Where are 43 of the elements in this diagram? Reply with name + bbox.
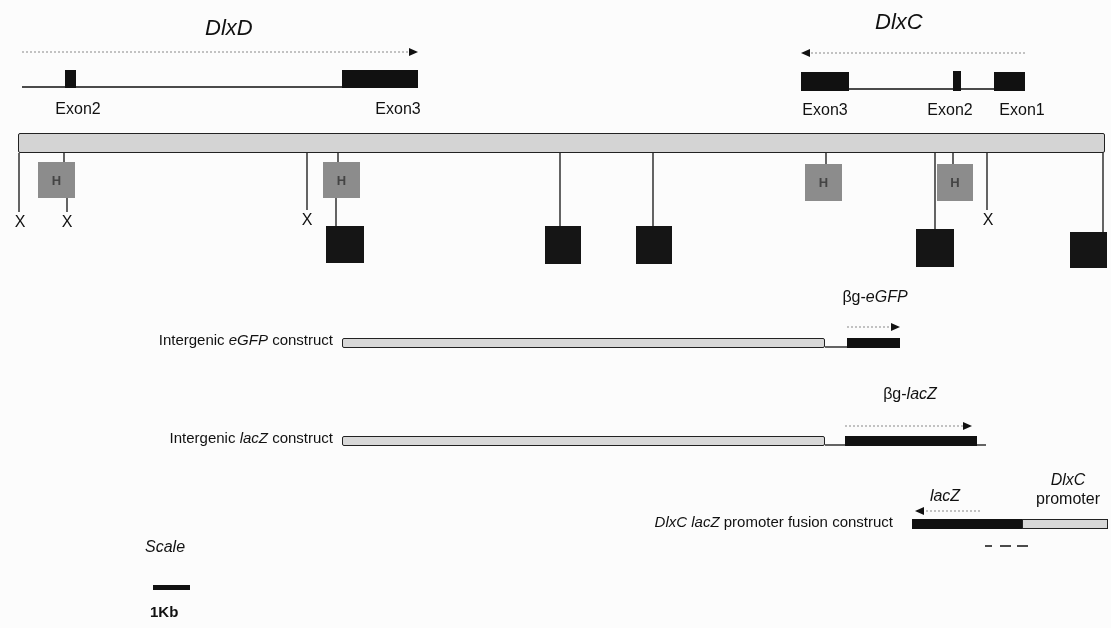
- exon-label: Exon3: [374, 99, 422, 119]
- construct-label: Intergenic lacZ construct: [168, 429, 333, 447]
- construct-label: DlxC lacZ promoter fusion construct: [653, 513, 893, 531]
- site-label: X: [13, 212, 27, 232]
- site-label: X: [60, 212, 74, 232]
- site-letter: H: [336, 172, 347, 188]
- site-line: [66, 197, 68, 213]
- site-line: [63, 152, 65, 163]
- exon-label: Exon1: [998, 100, 1046, 120]
- site-line: [559, 152, 561, 227]
- site-letter: H: [51, 172, 62, 188]
- gene-name: DlxD: [205, 15, 253, 41]
- scale-value: 1Kb: [150, 603, 179, 620]
- site-line: [934, 152, 936, 230]
- site-line: [337, 152, 339, 163]
- element-label: βg-lacZ: [882, 384, 938, 404]
- site-letter: H: [818, 175, 829, 190]
- gene-name: DlxC: [875, 9, 923, 35]
- site-label: X: [300, 210, 314, 230]
- exon-label: Exon3: [801, 100, 849, 120]
- connecting-line: [824, 444, 846, 446]
- site-label: X: [981, 210, 995, 230]
- element-label: βg-eGFP: [841, 287, 909, 307]
- site-line: [952, 152, 954, 165]
- connecting-line: [960, 88, 995, 90]
- scale-label: Scale: [145, 538, 186, 556]
- site-line: [18, 152, 20, 213]
- element-label: DlxC promoter: [1035, 470, 1101, 509]
- element-label: lacZ: [928, 486, 962, 506]
- exon-label: Exon2: [54, 99, 102, 119]
- site-line: [306, 152, 308, 211]
- connecting-line: [75, 86, 343, 88]
- site-line: [335, 197, 337, 227]
- site-line: [825, 152, 827, 165]
- site-line: [1102, 152, 1104, 233]
- exon-label: Exon2: [926, 100, 974, 120]
- site-line: [652, 152, 654, 227]
- construct-label: Intergenic eGFP construct: [157, 331, 333, 349]
- connecting-line: [848, 88, 954, 90]
- site-line: [986, 152, 988, 211]
- site-letter: H: [950, 175, 960, 190]
- connecting-line: [824, 346, 848, 348]
- connecting-line: [21, 86, 66, 88]
